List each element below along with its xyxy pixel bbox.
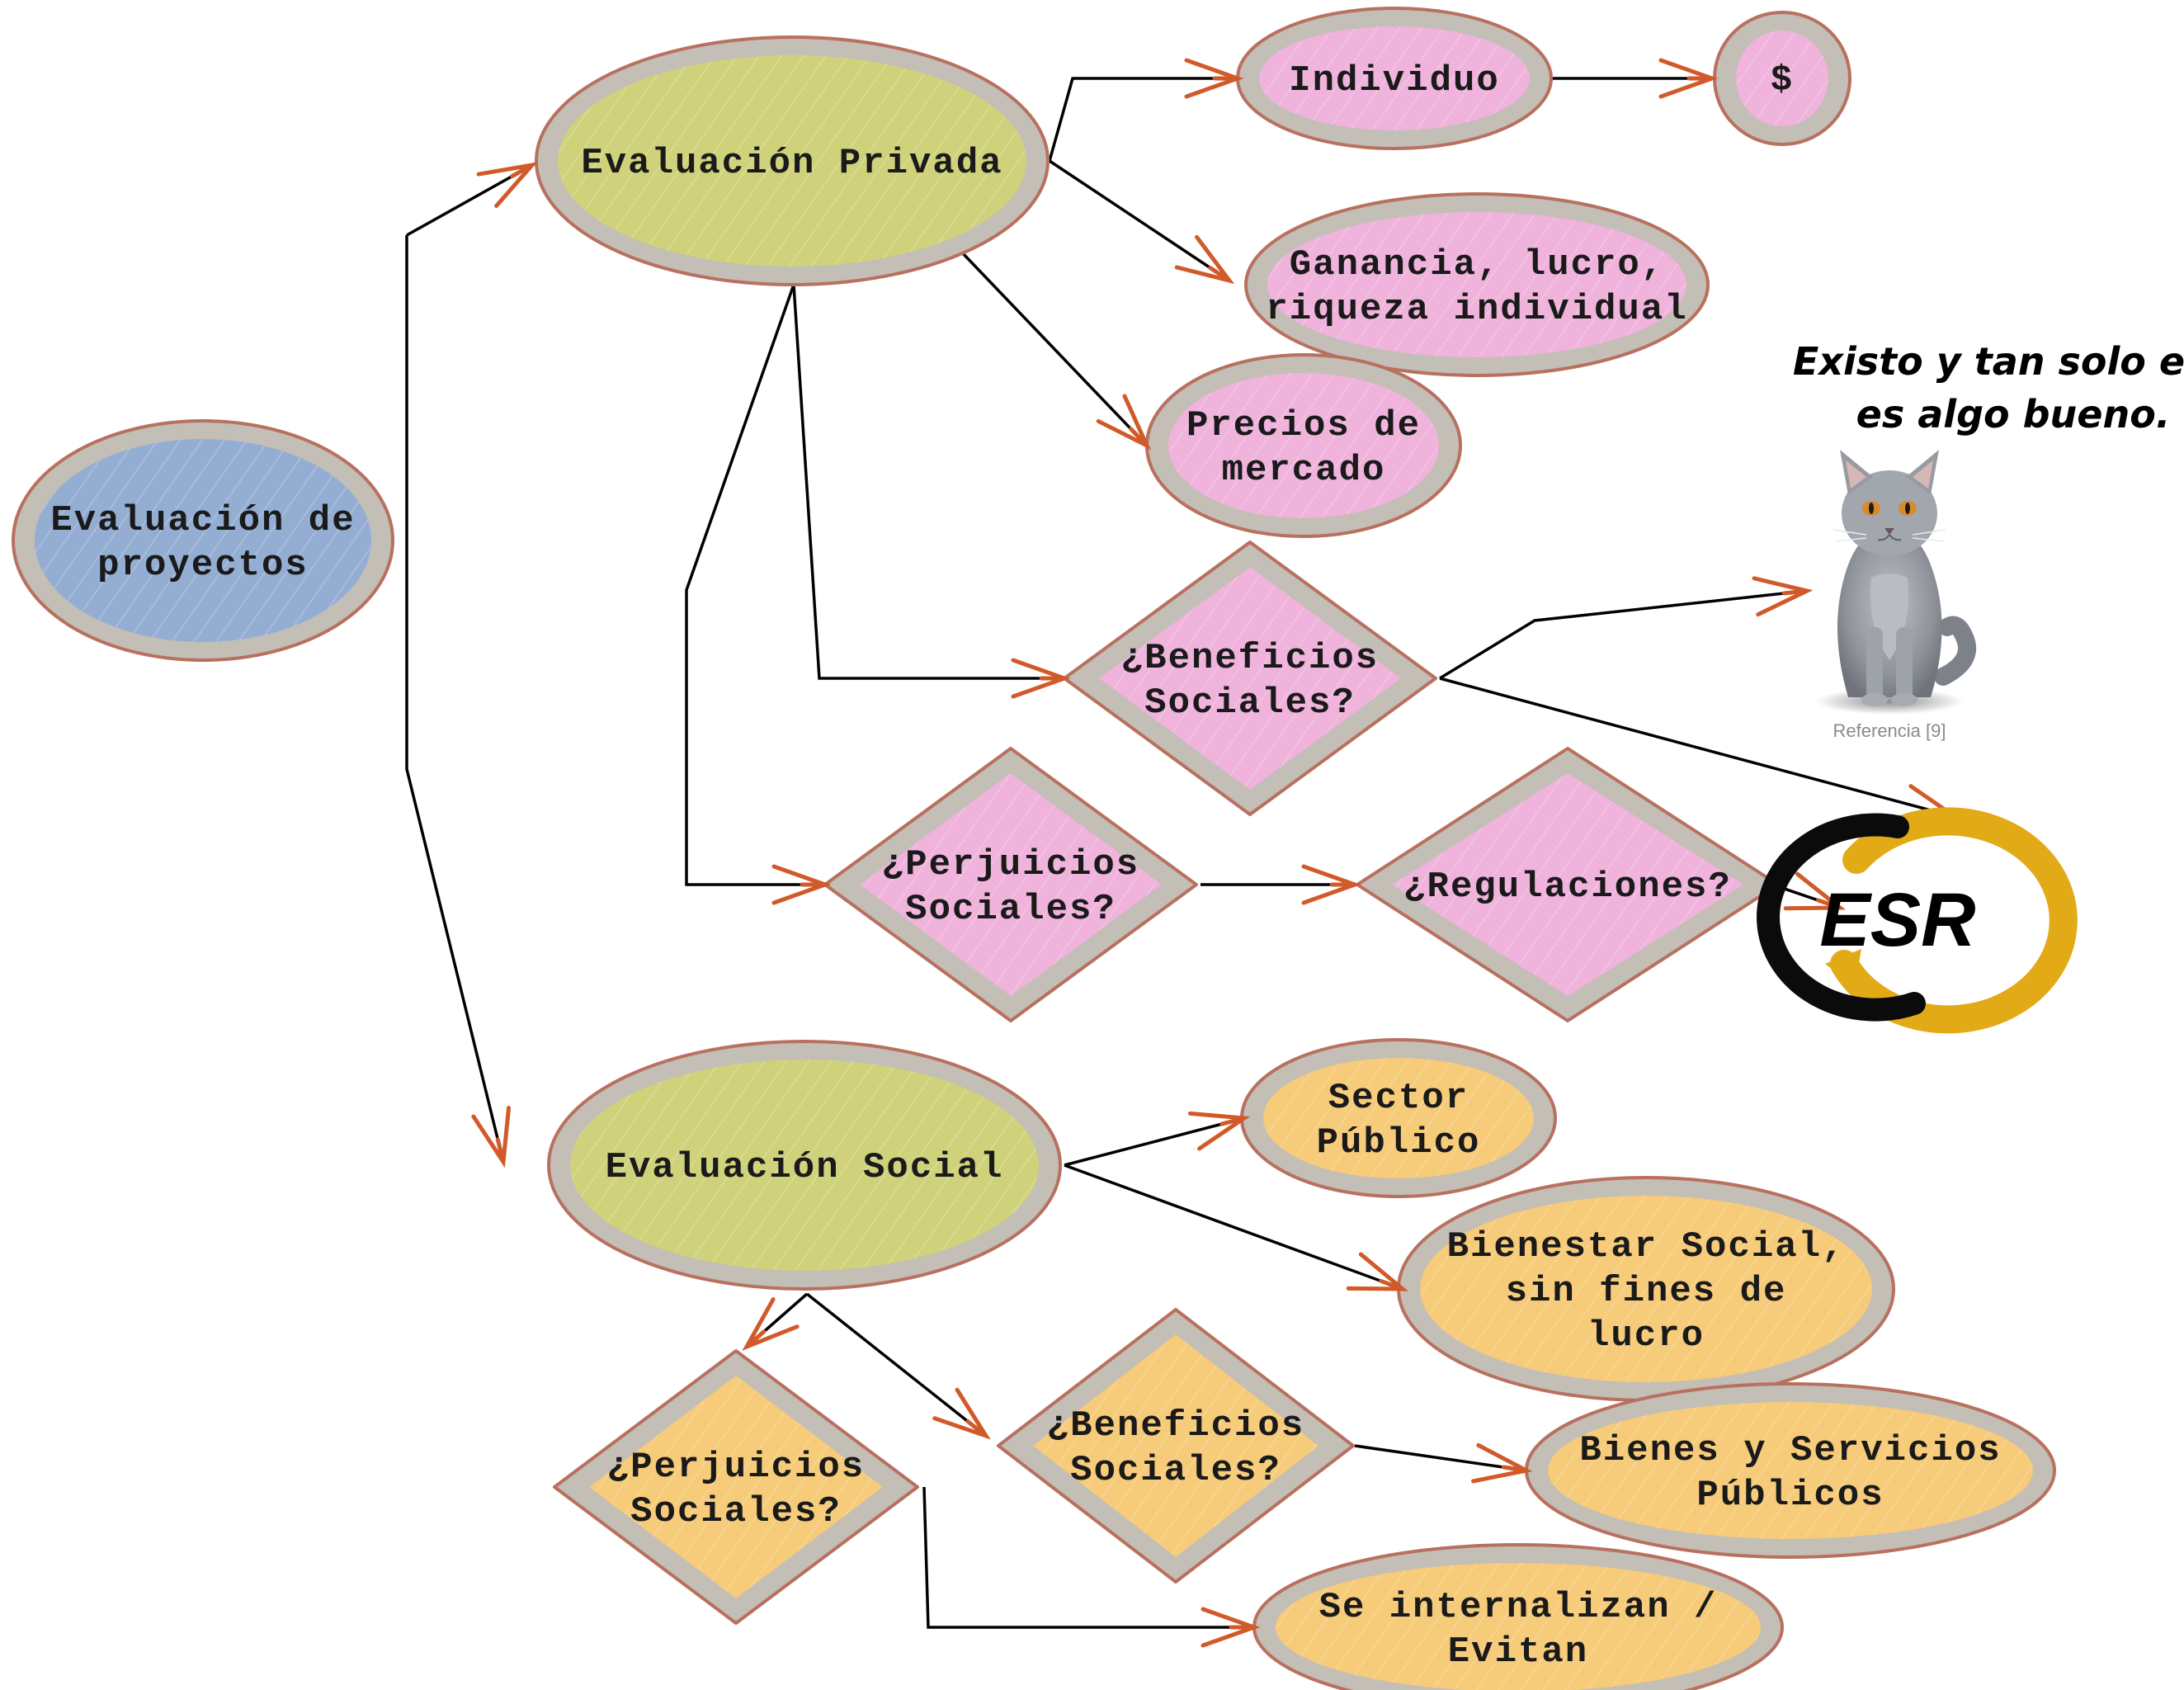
node-label: Evaluación de [50, 500, 355, 541]
node-label: Sociales? [1144, 682, 1356, 724]
node-beneficios-soc [997, 1308, 1355, 1584]
connector-line [1049, 159, 1230, 282]
arrowhead [1658, 58, 1719, 99]
node-label: proyectos [97, 545, 309, 586]
connector-line [1439, 589, 1808, 680]
arrowhead [1011, 658, 1071, 699]
node-label: Sociales? [1070, 1450, 1281, 1491]
arrowhead [742, 1297, 800, 1351]
node-precios [1145, 353, 1462, 538]
arrowhead [1096, 394, 1152, 451]
cat-quote: Existo y tan solo eso es algo bueno. [1793, 339, 2184, 437]
node-label: Bienestar Social, [1447, 1226, 1846, 1268]
node-label: ¿Perjuicios [882, 844, 1139, 885]
node-perjuicios-priv [823, 747, 1198, 1022]
connector-line [1048, 77, 1238, 162]
node-label: Sociales? [630, 1491, 842, 1532]
node-sector-publico [1240, 1038, 1557, 1198]
node-label: lucro [1587, 1315, 1705, 1357]
node-label: Público [1317, 1122, 1481, 1164]
esr-logo-text: ESR [1819, 878, 1975, 962]
connector-line [1064, 1116, 1245, 1167]
node-label: ¿Perjuicios [607, 1447, 865, 1488]
node-label: Sector [1328, 1078, 1469, 1119]
node-individuo [1236, 7, 1553, 150]
node-label: Se internalizan / [1319, 1587, 1718, 1628]
arrowhead [1346, 1252, 1409, 1291]
node-label: Ganancia, lucro, [1290, 244, 1664, 286]
connector-line [405, 235, 505, 1163]
reference-label: Referencia [9] [1833, 720, 1946, 741]
node-perjuicios-soc [553, 1349, 919, 1625]
node-beneficios-priv [1063, 541, 1437, 816]
node-regulaciones [1356, 747, 1780, 1022]
arrowhead [771, 864, 832, 905]
node-root [12, 419, 394, 662]
cat-photo-icon [1815, 450, 1976, 715]
connector-line [792, 284, 1064, 680]
node-label: ¿Beneficios [1047, 1405, 1304, 1447]
node-private-eval [535, 35, 1050, 286]
node-label: Evitan [1448, 1631, 1588, 1673]
arrowhead [471, 1106, 512, 1168]
connector-line [922, 1486, 1254, 1629]
esr-logo-icon: ESR [1757, 807, 2078, 1034]
node-label: ¿Regulaciones? [1403, 866, 1732, 908]
arrowhead [1470, 1442, 1533, 1484]
node-ganancia [1244, 192, 1710, 377]
connector-line [805, 1292, 988, 1437]
arrowhead [1200, 1607, 1261, 1648]
node-label: Evaluación Social [606, 1147, 1004, 1188]
arrowhead [1187, 1111, 1251, 1151]
arrowhead [1184, 58, 1244, 99]
connector-line [960, 250, 1149, 447]
node-label: Sociales? [905, 889, 1116, 930]
arrowhead [932, 1387, 991, 1440]
connector-line [1439, 677, 1956, 819]
arrowhead [1301, 864, 1361, 905]
arrowhead [1752, 576, 1814, 617]
quote-line-1: Existo y tan solo eso [1793, 339, 2184, 384]
node-internalizan [1252, 1543, 1784, 1690]
connector-line [1354, 1444, 1527, 1472]
node-label: riqueza individual [1266, 289, 1687, 330]
node-label: ¿Beneficios [1121, 638, 1379, 679]
connector-line [685, 284, 825, 886]
node-label: sin fines de [1506, 1271, 1787, 1312]
node-bienestar [1397, 1176, 1895, 1402]
node-label: Públicos [1696, 1475, 1884, 1516]
arrowhead [476, 162, 538, 208]
node-label: Bienes y Servicios [1579, 1430, 2001, 1471]
node-label: $ [1771, 60, 1794, 101]
nodes [12, 7, 2056, 1690]
node-social-eval [547, 1040, 1062, 1291]
arrowhead [1174, 234, 1235, 285]
quote-line-2: es algo bueno. [1856, 392, 2171, 437]
node-label: Evaluación Privada [581, 143, 1002, 184]
node-bienes [1525, 1382, 2056, 1559]
node-label: mercado [1222, 450, 1386, 491]
arrowhead [1783, 871, 1847, 911]
connector-line [1064, 1164, 1403, 1291]
node-label: Precios de [1186, 405, 1421, 446]
node-label: Individuo [1289, 60, 1500, 101]
